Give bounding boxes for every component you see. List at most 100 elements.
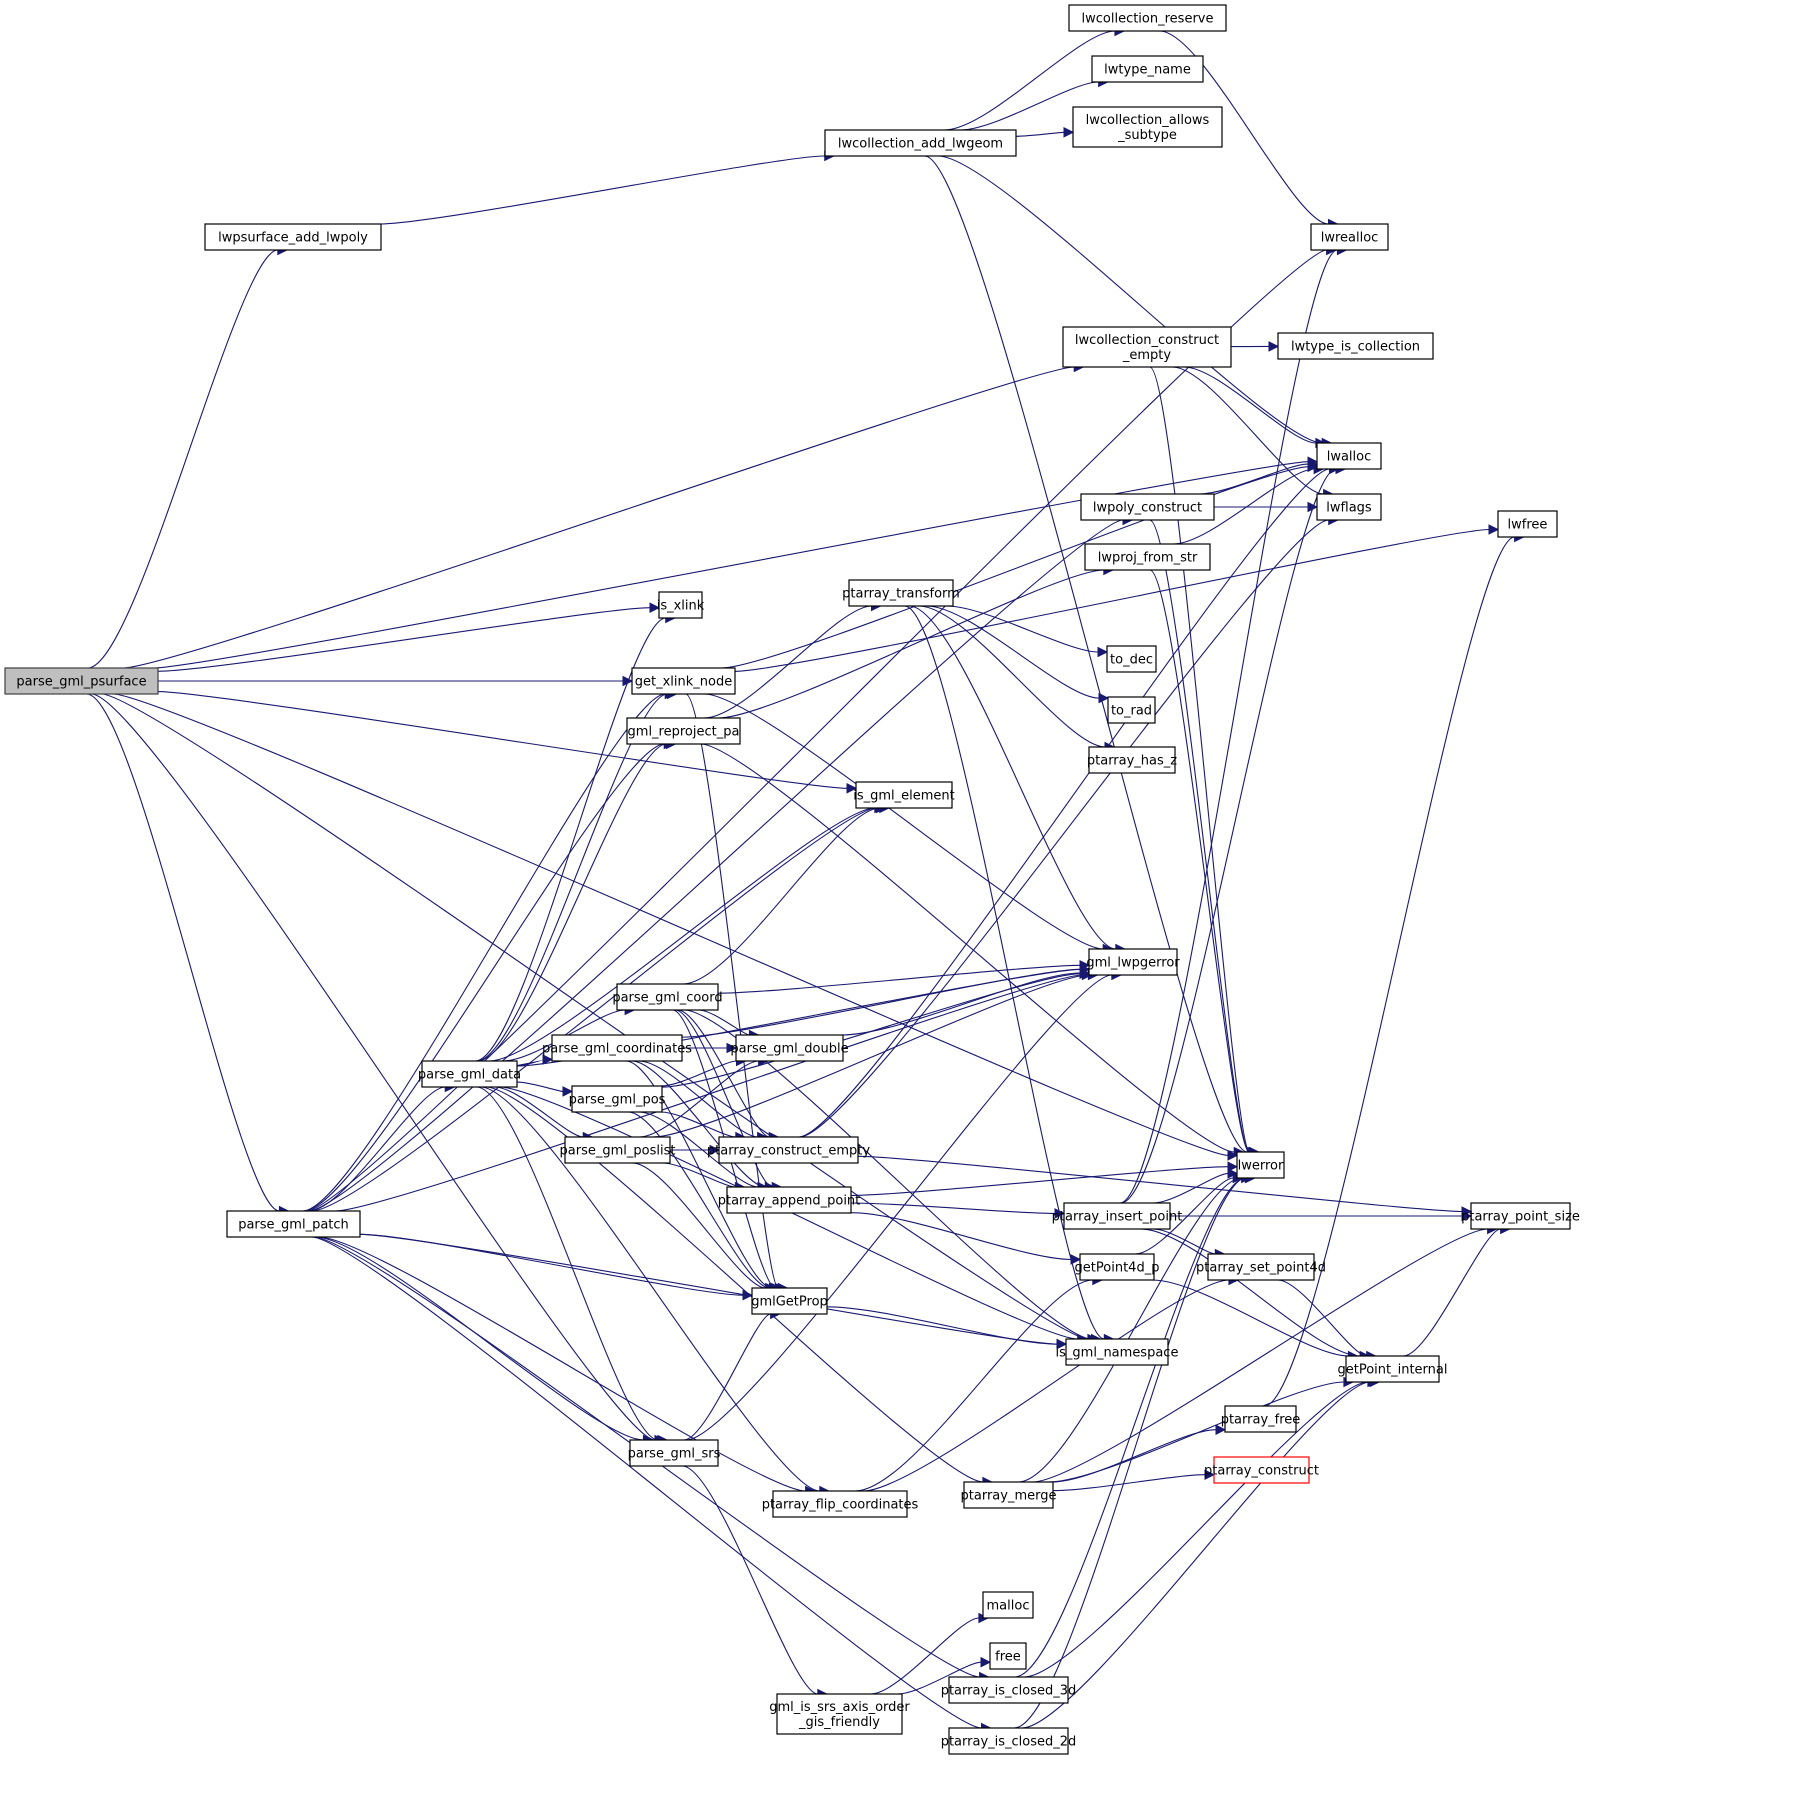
node-box[interactable] xyxy=(1079,1253,1155,1281)
node-parse-gml-srs[interactable]: parse_gml_srs xyxy=(628,1439,721,1467)
node-gmlGetProp[interactable]: gmlGetProp xyxy=(751,1287,828,1315)
node-ptarray-transform[interactable]: ptarray_transform xyxy=(842,579,960,607)
node-parse-gml-coord[interactable]: parse_gml_coord xyxy=(612,983,723,1011)
node-box[interactable] xyxy=(772,1490,908,1518)
node-box[interactable] xyxy=(564,1136,671,1164)
node-box[interactable] xyxy=(571,1085,663,1113)
node-box[interactable] xyxy=(1106,645,1157,673)
node-box[interactable] xyxy=(226,1210,361,1238)
node-box[interactable] xyxy=(726,1186,852,1214)
node-lwrealloc[interactable]: lwrealloc xyxy=(1310,223,1389,251)
node-box[interactable] xyxy=(948,1727,1069,1755)
node-box[interactable] xyxy=(776,1693,903,1735)
node-box[interactable] xyxy=(948,1676,1069,1704)
node-box[interactable] xyxy=(1088,746,1176,774)
node-ptarray-flip-coordinates[interactable]: ptarray_flip_coordinates xyxy=(762,1490,919,1518)
node-box[interactable] xyxy=(989,1642,1027,1670)
node-box[interactable] xyxy=(848,579,954,607)
node-box[interactable] xyxy=(1084,543,1211,571)
node-lwpoly-construct[interactable]: lwpoly_construct xyxy=(1080,493,1215,521)
node-box[interactable] xyxy=(551,1034,683,1062)
node-box[interactable] xyxy=(1316,442,1382,470)
node-gml-reproject-pa[interactable]: gml_reproject_pa xyxy=(626,717,741,745)
node-lwerror[interactable]: lwerror xyxy=(1236,1151,1285,1179)
node-box[interactable] xyxy=(1316,493,1382,521)
node-is-gml-element[interactable]: is_gml_element xyxy=(853,781,955,809)
node-ptarray-set-point4d[interactable]: ptarray_set_point4d xyxy=(1196,1253,1326,1281)
node-lwtype-name[interactable]: lwtype_name xyxy=(1091,55,1204,83)
node-box[interactable] xyxy=(824,129,1017,157)
node-box[interactable] xyxy=(658,591,703,619)
node-box[interactable] xyxy=(1236,1151,1285,1179)
node-getPoint-internal[interactable]: getPoint_internal xyxy=(1337,1355,1448,1383)
node-box[interactable] xyxy=(1207,1253,1315,1281)
node-box[interactable] xyxy=(718,1136,859,1164)
node-box[interactable] xyxy=(1310,223,1389,251)
node-lwcollection-allows-subtype[interactable]: lwcollection_allows_subtype xyxy=(1072,106,1223,148)
node-box[interactable] xyxy=(1107,696,1156,724)
node-box[interactable] xyxy=(616,983,719,1011)
node-box[interactable] xyxy=(1088,948,1178,976)
node-box[interactable] xyxy=(1065,1338,1169,1366)
node-box[interactable] xyxy=(963,1481,1054,1509)
node-lwproj-from-str[interactable]: lwproj_from_str xyxy=(1084,543,1211,571)
node-get-xlink-node[interactable]: get_xlink_node xyxy=(631,667,736,695)
node-is-gml-namespace[interactable]: is_gml_namespace xyxy=(1056,1338,1179,1366)
node-box[interactable] xyxy=(1470,1202,1571,1230)
node-box[interactable] xyxy=(855,781,953,809)
node-ptarray-free[interactable]: ptarray_free xyxy=(1221,1405,1301,1433)
node-ptarray-construct-empty[interactable]: ptarray_construct_empty xyxy=(707,1136,870,1164)
node-lwpsurface-add-lwpoly[interactable]: lwpsurface_add_lwpoly xyxy=(204,223,382,251)
node-lwcollection-add-lwgeom[interactable]: lwcollection_add_lwgeom xyxy=(824,129,1017,157)
node-parse-gml-data[interactable]: parse_gml_data xyxy=(418,1060,521,1088)
node-is-xlink[interactable]: is_xlink xyxy=(657,591,705,619)
node-box[interactable] xyxy=(1224,1405,1297,1433)
node-ptarray-insert-point[interactable]: ptarray_insert_point xyxy=(1052,1202,1183,1230)
node-lwtype-is-collection[interactable]: lwtype_is_collection xyxy=(1277,332,1434,360)
node-getPoint4d-p[interactable]: getPoint4d_p xyxy=(1075,1253,1160,1281)
node-box[interactable] xyxy=(1213,1456,1310,1484)
node-box[interactable] xyxy=(1063,1202,1171,1230)
node-ptarray-construct[interactable]: ptarray_construct xyxy=(1204,1456,1319,1484)
node-box[interactable] xyxy=(626,717,741,745)
node-lwcollection-reserve[interactable]: lwcollection_reserve xyxy=(1068,4,1227,32)
node-box[interactable] xyxy=(735,1034,844,1062)
node-box[interactable] xyxy=(421,1060,518,1088)
node-ptarray-is-closed-3d[interactable]: ptarray_is_closed_3d xyxy=(941,1676,1077,1704)
node-box[interactable] xyxy=(4,667,159,695)
node-parse-gml-patch[interactable]: parse_gml_patch xyxy=(226,1210,361,1238)
node-box[interactable] xyxy=(1277,332,1434,360)
node-box[interactable] xyxy=(629,1439,719,1467)
node-lwcollection-construct-empty[interactable]: lwcollection_construct_empty xyxy=(1062,326,1232,368)
node-ptarray-is-closed-2d[interactable]: ptarray_is_closed_2d xyxy=(941,1727,1077,1755)
node-box[interactable] xyxy=(1345,1355,1440,1383)
node-box[interactable] xyxy=(1072,106,1223,148)
node-lwfree[interactable]: lwfree xyxy=(1497,510,1558,538)
node-ptarray-has-z[interactable]: ptarray_has_z xyxy=(1087,746,1177,774)
node-gml-lwpgerror[interactable]: gml_lwpgerror xyxy=(1086,948,1180,976)
node-parse-gml-psurface[interactable]: parse_gml_psurface xyxy=(4,667,159,695)
node-box[interactable] xyxy=(1062,326,1232,368)
node-gml-is-srs-axis-order-gis-friendly[interactable]: gml_is_srs_axis_order_gis_friendly xyxy=(769,1693,910,1735)
node-to-dec[interactable]: to_dec xyxy=(1106,645,1157,673)
node-parse-gml-double[interactable]: parse_gml_double xyxy=(730,1034,849,1062)
node-box[interactable] xyxy=(1080,493,1215,521)
node-box[interactable] xyxy=(982,1591,1034,1619)
node-free[interactable]: free xyxy=(989,1642,1027,1670)
node-ptarray-merge[interactable]: ptarray_merge xyxy=(961,1481,1057,1509)
node-parse-gml-poslist[interactable]: parse_gml_poslist xyxy=(560,1136,676,1164)
node-malloc[interactable]: malloc xyxy=(982,1591,1034,1619)
node-parse-gml-pos[interactable]: parse_gml_pos xyxy=(569,1085,666,1113)
node-lwalloc[interactable]: lwalloc xyxy=(1316,442,1382,470)
node-lwflags[interactable]: lwflags xyxy=(1316,493,1382,521)
node-box[interactable] xyxy=(1091,55,1204,83)
node-parse-gml-coordinates[interactable]: parse_gml_coordinates xyxy=(542,1034,692,1062)
node-to-rad[interactable]: to_rad xyxy=(1107,696,1156,724)
node-ptarray-append-point[interactable]: ptarray_append_point xyxy=(718,1186,861,1214)
node-ptarray-point-size[interactable]: ptarray_point_size xyxy=(1461,1202,1580,1230)
node-box[interactable] xyxy=(204,223,382,251)
node-box[interactable] xyxy=(751,1287,828,1315)
node-box[interactable] xyxy=(631,667,736,695)
node-box[interactable] xyxy=(1497,510,1558,538)
node-box[interactable] xyxy=(1068,4,1227,32)
